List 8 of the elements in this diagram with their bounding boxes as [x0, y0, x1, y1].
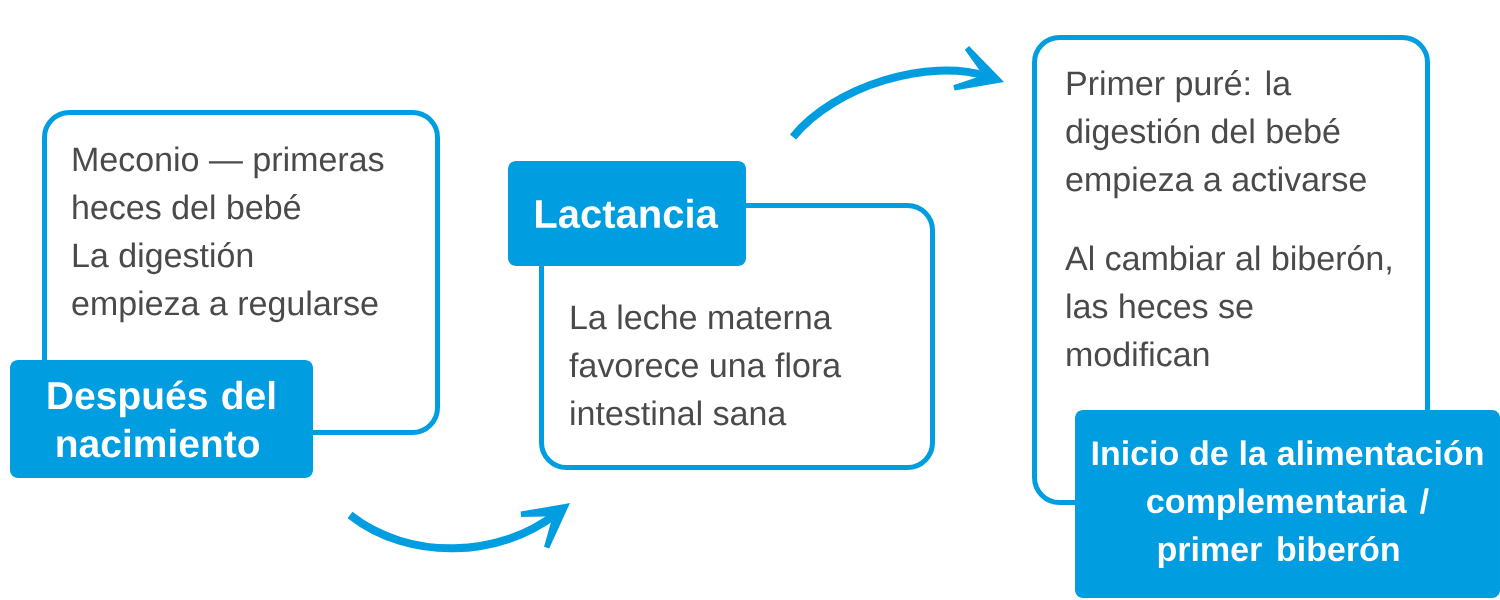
body-text: La leche materna favorece una flora intestinal sana: [569, 304, 842, 426]
body-text: Primer puré: la digestión del bebé empieza a activarse: [1066, 70, 1366, 199]
heading-tab: Lactancia: [508, 161, 746, 266]
body-text: Meconio — primeras heces del bebé: [73, 146, 384, 220]
body-text: La digestión empieza a regularse: [72, 242, 378, 323]
body-text: Al cambiar al biberón, las heces se modifican: [1065, 245, 1391, 367]
heading-tab: Después del nacimiento: [10, 360, 313, 478]
heading-tab: Inicio de la alimentación complementaria / primer biberón: [1075, 410, 1500, 598]
